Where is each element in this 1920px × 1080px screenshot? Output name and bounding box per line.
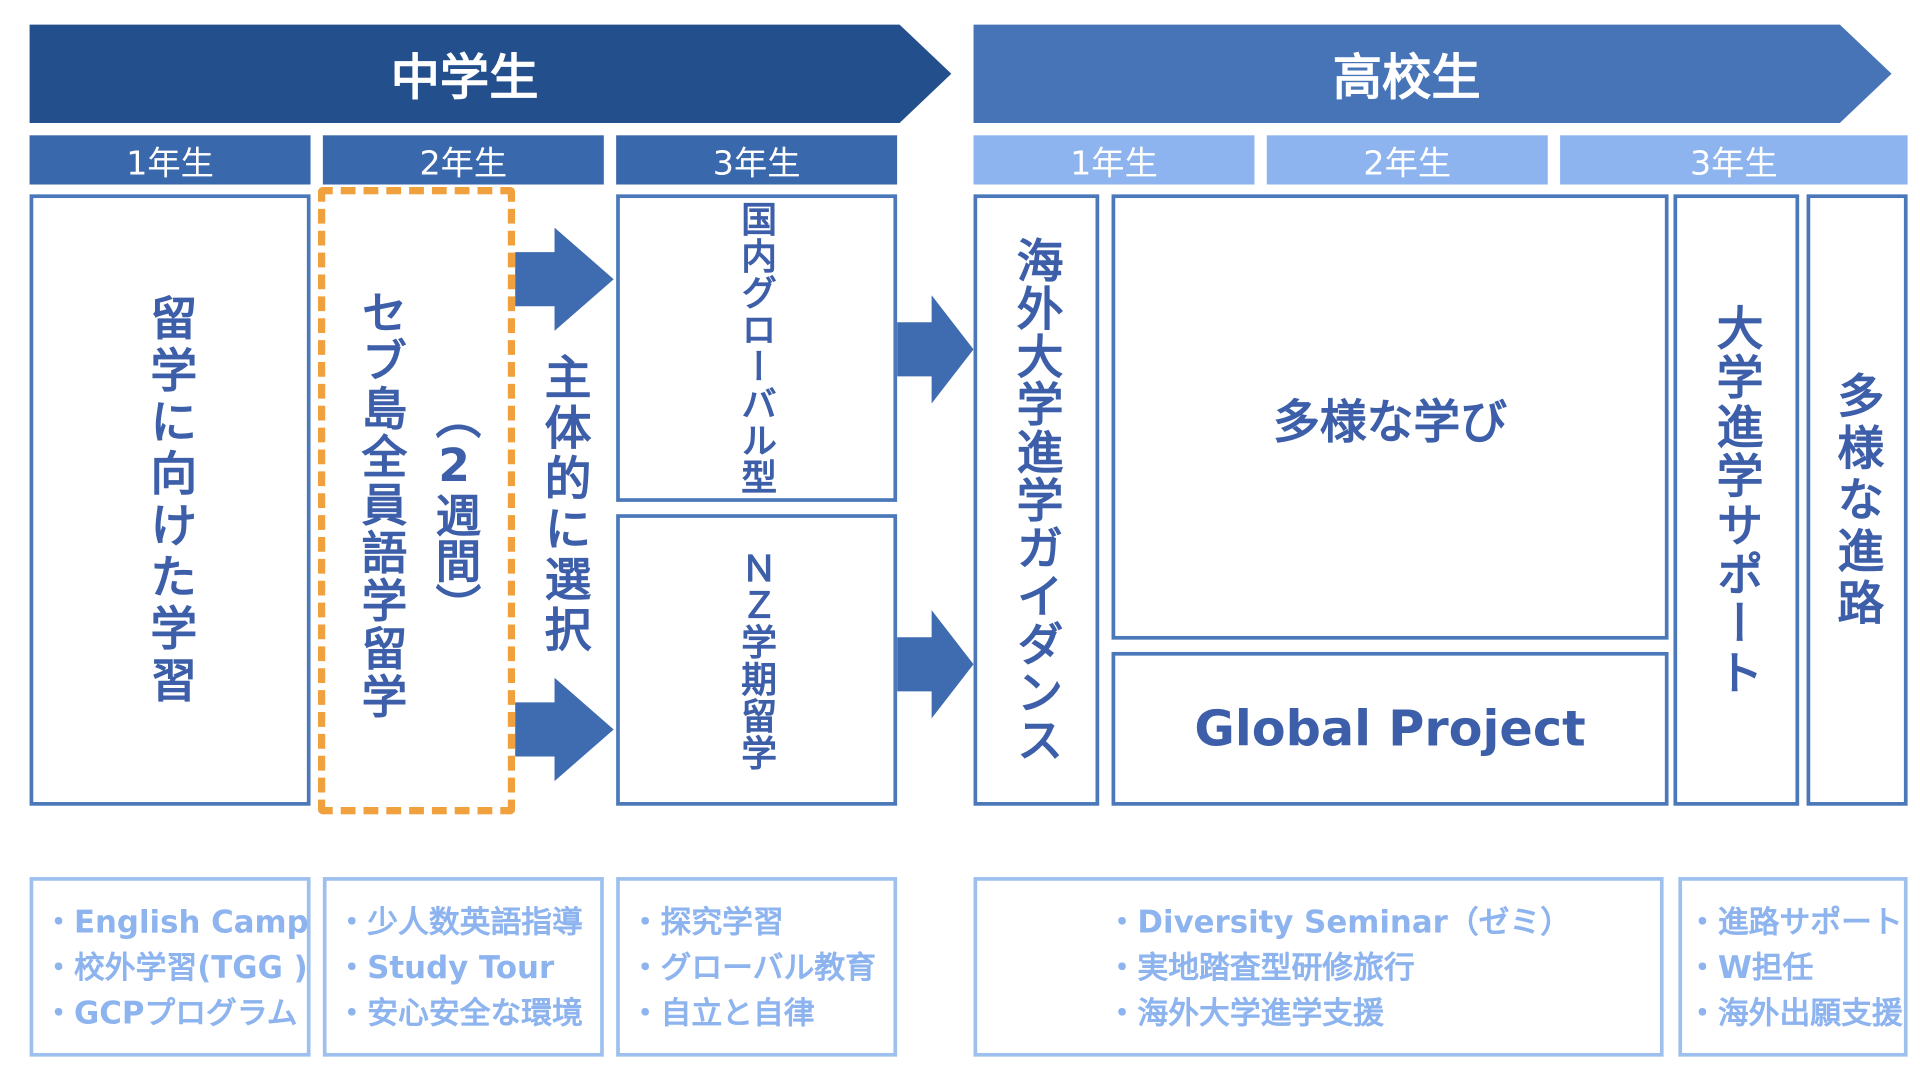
- list-item: 探究学習: [630, 899, 894, 945]
- hs-grade-1: 1年生: [973, 135, 1255, 185]
- jh-grade-1: 1年生: [29, 135, 311, 185]
- global-project-box: Global Project: [1111, 651, 1669, 806]
- banners: [29, 24, 1892, 124]
- list-item: グローバル教育: [630, 944, 894, 990]
- choice-arrows: [515, 227, 614, 782]
- domestic-global-box: 国内グローバル型: [616, 194, 898, 502]
- arrow-to-nz: [515, 677, 614, 782]
- list-item: 校外学習(TGG ): [43, 944, 308, 990]
- list-item: 自立と自律: [630, 990, 894, 1036]
- list-item: 海外出願支援: [1687, 990, 1904, 1036]
- high-school-title: 高校生: [1332, 50, 1481, 108]
- junior-high-title: 中学生: [390, 50, 539, 108]
- arrow-to-domestic: [515, 227, 614, 331]
- jh1-activities: English Camp 校外学習(TGG ) GCPプログラム: [29, 877, 311, 1057]
- jh-grade-2: 2年生: [322, 135, 604, 185]
- cebu-duration-label: （2週間）: [427, 393, 481, 628]
- university-support-box: 大学進学サポート: [1673, 194, 1800, 806]
- junior-high-banner-arrow: [29, 24, 952, 124]
- arrow-domestic-to-hs: [897, 295, 974, 404]
- list-item: English Camp: [43, 899, 309, 945]
- jh3-activities: 探究学習 グローバル教育 自立と自律: [616, 877, 898, 1057]
- hs-grade-2: 2年生: [1266, 135, 1548, 185]
- overseas-guidance-box: 海外大学進学ガイダンス: [973, 194, 1100, 806]
- choice-label: 主体的に選択: [536, 353, 591, 656]
- jh2-activities: 少人数英語指導 Study Tour 安心安全な環境: [322, 877, 604, 1057]
- arrow-nz-to-hs: [897, 610, 974, 719]
- high-school-banner-arrow: [973, 24, 1892, 124]
- progression-arrows: [897, 295, 974, 719]
- diverse-paths-box: 多様な進路: [1806, 194, 1908, 806]
- jh-grade-3: 3年生: [616, 135, 898, 185]
- list-item: Diversity Seminar（ゼミ）: [1107, 899, 1660, 945]
- nz-term-box: ＮＺ学期留学: [616, 514, 898, 806]
- list-item: 少人数英語指導: [336, 899, 600, 945]
- hs-grade-3: 3年生: [1560, 135, 1908, 185]
- list-item: Study Tour: [336, 944, 600, 990]
- list-item: 安心安全な環境: [336, 990, 600, 1036]
- cebu-program-label: セブ島全員語学留学: [353, 288, 407, 721]
- cebu-program-box: [317, 186, 516, 815]
- study-abroad-prep-box: 留学に向けた学習: [29, 194, 311, 806]
- list-item: GCPプログラム: [43, 990, 307, 1036]
- hs3-activities: 進路サポート W担任 海外出願支援: [1678, 877, 1908, 1057]
- list-item: 海外大学進学支援: [1107, 990, 1660, 1036]
- list-item: 進路サポート: [1687, 899, 1904, 945]
- list-item: 実地踏査型研修旅行: [1107, 944, 1660, 990]
- diverse-learning-box: 多様な学び: [1111, 194, 1669, 640]
- list-item: W担任: [1687, 944, 1904, 990]
- hs12-activities: Diversity Seminar（ゼミ） 実地踏査型研修旅行 海外大学進学支援: [973, 877, 1664, 1057]
